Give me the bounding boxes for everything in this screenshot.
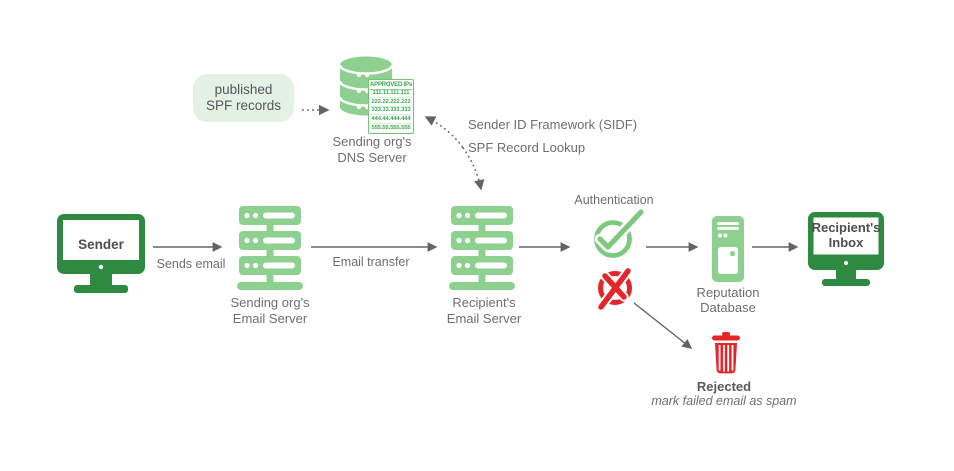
- recipient-email-server-icon: [449, 206, 515, 290]
- reputation-database-icon: [712, 216, 744, 282]
- cross-fail-icon: [596, 266, 633, 312]
- published-spf-records-box: published SPF records: [193, 74, 294, 122]
- recipient-inbox-monitor-icon: [808, 212, 884, 286]
- sending-server-label: Sending org's Email Server: [230, 295, 310, 326]
- rejected-note: mark failed email as spam: [651, 394, 797, 408]
- approved-ip: 222.22.222.222: [370, 98, 412, 107]
- approved-ip: 444.44.444.444: [370, 116, 412, 124]
- authentication-label: Authentication: [574, 193, 654, 207]
- recipient-server-label: Recipient's Email Server: [446, 295, 522, 326]
- rejected-label: Rejected: [696, 379, 752, 394]
- approved-ips-header: APPROVED IPs: [370, 81, 412, 90]
- dns-server-label: Sending org's DNS Server: [332, 134, 412, 165]
- dotted-arrow-lookup-up: [424, 116, 464, 148]
- email-transfer-label: Email transfer: [332, 255, 410, 269]
- check-pass-icon: [594, 206, 647, 258]
- approved-ip: 333.33.333.333: [370, 107, 412, 116]
- approved-ips-list: APPROVED IPs 111.11.111.111 222.22.222.2…: [368, 79, 414, 134]
- trash-icon: [712, 332, 740, 374]
- arrow-failed-to-rejected: [633, 302, 693, 349]
- sender-monitor-icon: [57, 214, 145, 293]
- approved-ip: 111.11.111.111: [370, 90, 412, 99]
- recipient-inbox-label: Recipient's Inbox: [811, 220, 881, 250]
- approved-ip: 555.55.555.555: [371, 124, 411, 131]
- sending-email-server-icon: [237, 206, 303, 290]
- sender-label: Sender: [78, 237, 124, 252]
- reputation-db-label: Reputation Database: [696, 285, 760, 315]
- sends-email-label: Sends email: [156, 257, 226, 271]
- sidf-lookup-label: Sender ID Framework (SIDF) SPF Record Lo…: [468, 117, 638, 155]
